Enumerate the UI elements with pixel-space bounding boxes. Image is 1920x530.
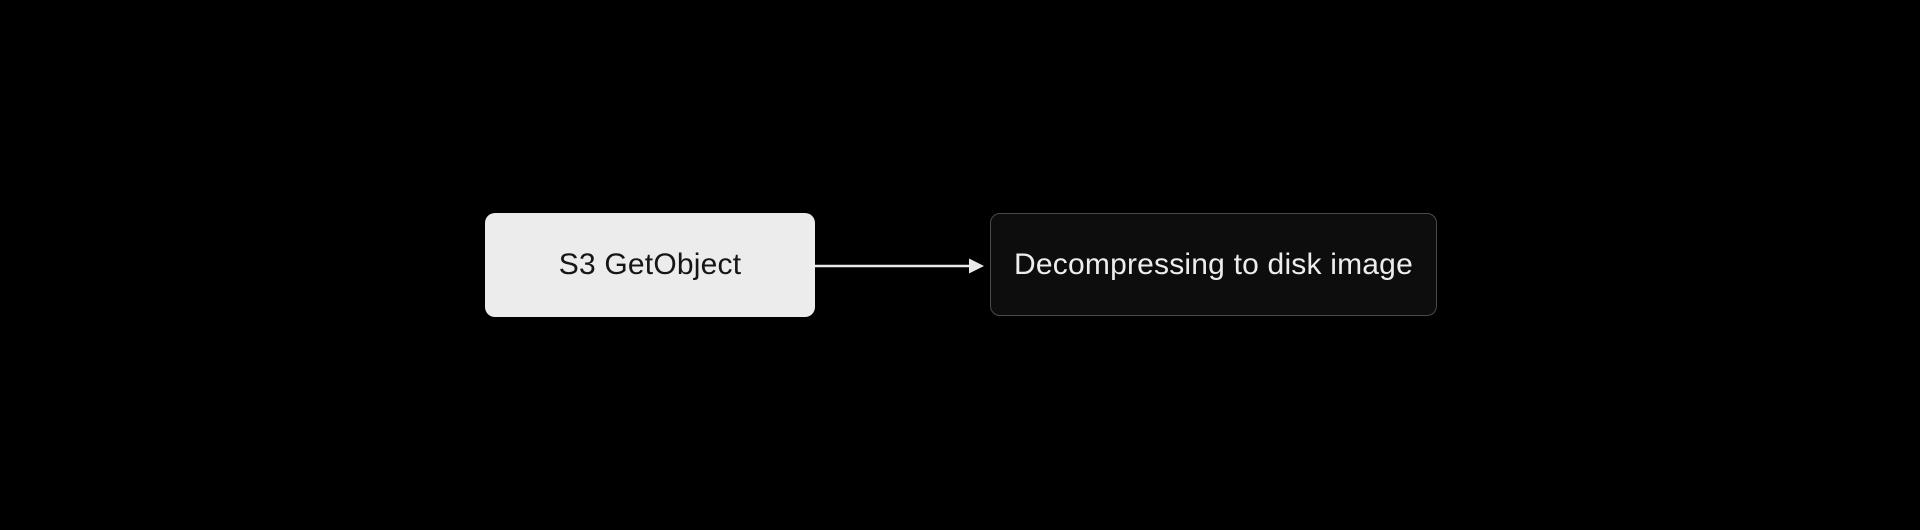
- node-decompressing-to-disk-image: Decompressing to disk image: [990, 213, 1437, 316]
- arrowhead-icon: [969, 258, 984, 274]
- node-s3-getobject-label: S3 GetObject: [558, 248, 742, 281]
- node-s3-getobject: S3 GetObject: [485, 213, 815, 317]
- arrow-connector: [815, 258, 984, 274]
- node-decompressing-to-disk-image-label: Decompressing to disk image: [1014, 247, 1413, 281]
